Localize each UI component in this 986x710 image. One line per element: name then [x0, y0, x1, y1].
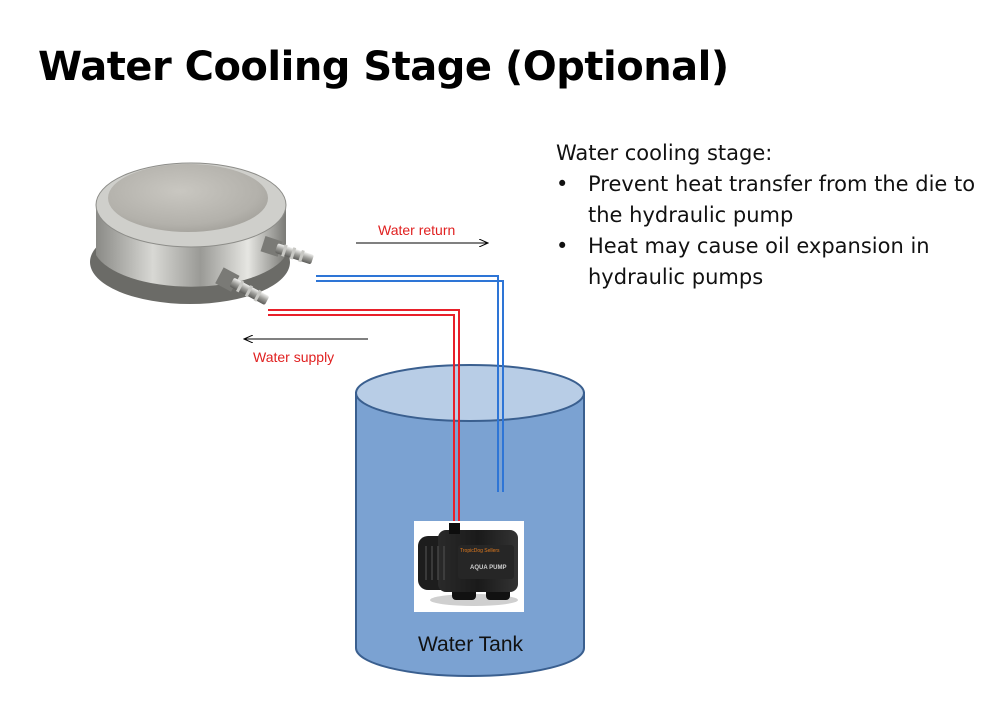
bullet-text: Heat may cause oil expansion in hydrauli… [588, 234, 930, 289]
pump-brand-text: TropicDog Sellers [460, 548, 500, 554]
bullet-symbol: • [556, 172, 569, 196]
supply-line-inner [268, 314, 455, 535]
cooling-stage-photo [90, 162, 314, 305]
notes-bullet-item: • Heat may cause oil expansion in hydrau… [556, 231, 976, 293]
supply-fitting [215, 267, 269, 305]
water-supply-line [268, 309, 460, 535]
pump-photo: TropicDog Sellers AQUA PUMP [414, 521, 524, 612]
notes-panel: Water cooling stage: • Prevent heat tran… [556, 138, 976, 293]
pump-label-plate [458, 545, 514, 579]
tank-top [355, 364, 585, 422]
water-tank [355, 364, 585, 677]
supply-line-outer [268, 309, 460, 535]
notes-heading: Water cooling stage: [556, 141, 773, 165]
slide-title: Water Cooling Stage (Optional) [38, 44, 729, 90]
water-return-label: Water return [378, 222, 455, 238]
pump-model-text: AQUA PUMP [470, 565, 506, 571]
water-tank-label: Water Tank [418, 633, 524, 656]
bullet-symbol: • [556, 234, 569, 258]
return-line-outer [316, 275, 499, 492]
water-return-line [316, 275, 504, 492]
pump-grille [425, 546, 445, 580]
puck-top-face [108, 164, 268, 232]
notes-bullet-list: • Prevent heat transfer from the die to … [556, 169, 976, 293]
notes-bullet-item: • Prevent heat transfer from the die to … [556, 169, 976, 231]
return-fitting [260, 236, 314, 264]
return-line-inner [316, 280, 504, 492]
water-supply-label: Water supply [253, 349, 334, 365]
pump-outlet [449, 523, 460, 534]
bullet-text: Prevent heat transfer from the die to th… [588, 172, 976, 227]
